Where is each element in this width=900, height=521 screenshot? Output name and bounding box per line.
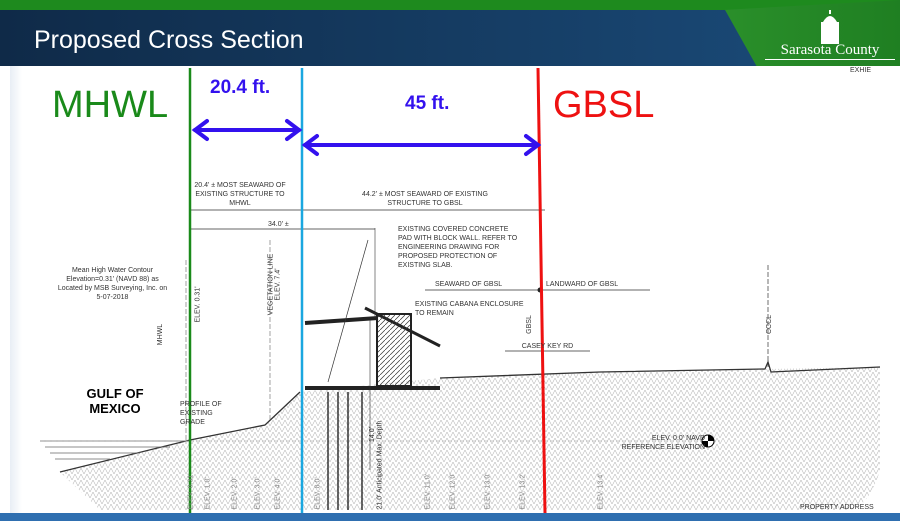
distance-45ft: 45 ft. — [405, 93, 450, 114]
elevation-label: ELEV. 0.31' — [187, 473, 195, 510]
distance-20ft: 20.4 ft. — [210, 77, 271, 98]
mhw-contour-note: Mean High Water Contour Elevation=0.31' … — [57, 267, 168, 301]
seaward-label: SEAWARD OF GBSL — [435, 281, 503, 288]
mhwl-elev: ELEV. 0.31' — [194, 286, 202, 323]
top-strip — [0, 0, 900, 12]
elevation-label: ELEV. 2.0' — [231, 477, 239, 510]
gbsl-tag: GBSL — [525, 315, 533, 334]
slide-title: Proposed Cross Section — [34, 26, 304, 54]
mhwl-label: MHWL — [52, 84, 169, 126]
sarasota-county-logo: Sarasota County — [765, 8, 895, 64]
elevation-label: ELEV. 8.0' — [314, 477, 322, 510]
ground-fill — [60, 367, 880, 510]
profile-label: PROFILE OF EXISTING GRADE — [180, 401, 222, 426]
dim1-text: 20.4' ± MOST SEAWARD OF EXISTING STRUCTU… — [194, 182, 286, 207]
header-green-band — [725, 0, 900, 66]
elevation-label: ELEV. 13.4' — [597, 473, 605, 510]
bottom-bar — [0, 513, 900, 521]
mhwl-tag: MHWL — [157, 323, 165, 346]
property-address: PROPERTY ADDRESS — [800, 504, 874, 511]
arrow-20ft — [191, 119, 303, 141]
cccl-tag: CCCL — [766, 314, 774, 335]
elevation-label: ELEV. 11.0' — [424, 473, 432, 510]
leader-slab — [327, 239, 369, 383]
elevation-label: ELEV. 3.0' — [254, 477, 262, 510]
exhibit-label: EXHIE — [850, 67, 872, 74]
grade-profile — [59, 360, 881, 473]
reference-elevation: ELEV. 0.0' NAVD REFERENCE ELEVATION — [621, 435, 705, 451]
dim2-text: 44.2' ± MOST SEAWARD OF EXISTING STRUCTU… — [362, 191, 488, 207]
dim3-text: 34.0' ± — [268, 221, 289, 228]
roof-left — [304, 316, 379, 325]
vegetation-elev: ELEV. 7.4' — [274, 268, 282, 301]
elevation-label: ELEV. 13.2' — [519, 473, 527, 510]
elevation-label: ELEV. 13.0' — [484, 473, 492, 510]
courthouse-icon — [821, 10, 839, 44]
note-cabana: EXISTING CABANA ENCLOSURE TO REMAIN — [415, 301, 524, 317]
road-label: CASEY KEY RD — [521, 343, 574, 350]
depth-21: 21.0' Anticipated Max. Depth — [376, 420, 384, 510]
note-slab: EXISTING COVERED CONCRETE PAD WITH BLOCK… — [398, 226, 518, 269]
landward-label: LANDWARD OF GBSL — [546, 281, 619, 288]
gbsl-label: GBSL — [553, 84, 655, 126]
elevation-label: ELEV. 1.0' — [204, 477, 212, 510]
cabana — [376, 313, 412, 387]
elevation-label: ELEV. 4.0' — [274, 477, 282, 510]
logo-text: Sarasota County — [765, 42, 895, 60]
elevation-label: ELEV. 12.0' — [449, 473, 457, 510]
gulf-label: GULF OF MEXICO — [86, 386, 144, 416]
gbsl-line — [536, 67, 547, 514]
pilings — [327, 392, 363, 510]
arrow-45ft — [301, 134, 542, 156]
